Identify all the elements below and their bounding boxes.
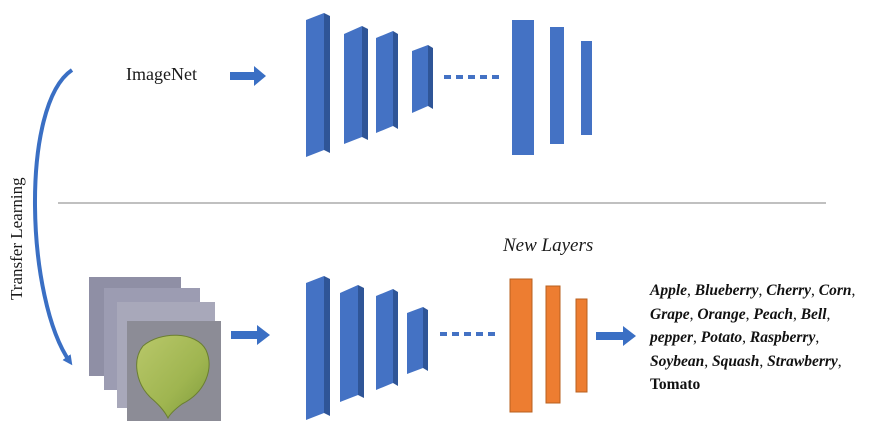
imagenet-label: ImageNet — [126, 64, 197, 84]
class-list: Apple, Blueberry, Cherry, Corn, Grape, O… — [650, 279, 886, 397]
separator: , — [826, 305, 831, 323]
class-name: Apple — [650, 282, 688, 299]
separator: , — [704, 352, 712, 370]
class-name: Squash — [712, 352, 760, 370]
class-list-line-5: Tomato — [650, 373, 886, 397]
fc-layer-1 — [512, 20, 534, 155]
fc-layer-3 — [581, 41, 592, 135]
new-layer-2 — [545, 285, 561, 404]
separator: , — [815, 329, 820, 346]
transfer-curve-arrow — [33, 68, 74, 366]
separator: , — [811, 282, 819, 299]
transferred-conv-layer-4 — [407, 307, 428, 374]
separator: , — [689, 305, 698, 323]
input-arrow — [231, 325, 270, 345]
separator: , — [742, 329, 750, 346]
class-name: Blueberry — [694, 282, 759, 299]
transferred-conv-layer-1 — [306, 276, 330, 420]
class-name: Cherry — [766, 282, 812, 299]
imagenet-arrow — [230, 66, 266, 86]
pretrained-network — [306, 13, 592, 157]
leaf — [136, 334, 210, 420]
transfer-learning-label: Transfer Learning — [7, 177, 26, 300]
output-arrow — [596, 326, 636, 346]
class-list-line-3: pepper, Potato, Raspberry, — [650, 326, 886, 350]
conv-layer-2 — [344, 26, 368, 144]
class-name: Grape — [650, 305, 690, 323]
new-layer-3 — [575, 298, 588, 393]
class-name: Soybean — [650, 352, 705, 370]
separator: , — [758, 282, 767, 299]
separator: , — [687, 282, 695, 299]
separator: , — [693, 329, 701, 346]
class-name: Potato — [700, 329, 743, 346]
class-name: pepper — [650, 329, 694, 346]
class-name: Tomato — [650, 376, 701, 393]
separator: , — [745, 305, 754, 323]
new-layer-1 — [509, 278, 533, 413]
class-list-line-1: Apple, Blueberry, Cherry, Corn, — [650, 279, 886, 303]
conv-layer-3 — [376, 31, 398, 133]
class-name: Orange — [697, 305, 746, 323]
class-list-line-2: Grape, Orange, Peach, Bell, — [650, 303, 886, 327]
class-name: Strawberry — [767, 352, 838, 370]
class-name: Raspberry — [749, 329, 816, 346]
separator: , — [851, 282, 856, 299]
new-layers-label: New Layers — [503, 235, 594, 256]
class-name: Corn — [818, 282, 852, 299]
conv-layer-1 — [306, 13, 330, 157]
class-name: Bell — [800, 305, 827, 323]
separator: , — [837, 352, 842, 370]
leaf-image-stack — [89, 277, 221, 421]
class-name: Peach — [753, 305, 793, 323]
class-list-line-4: Soybean, Squash, Strawberry, — [650, 350, 886, 374]
transferred-conv-layer-2 — [340, 285, 364, 402]
transferred-network — [306, 276, 588, 420]
transferred-conv-layer-3 — [376, 289, 398, 390]
separator: , — [759, 352, 768, 370]
separator: , — [792, 305, 801, 323]
fc-layer-2 — [550, 27, 564, 144]
conv-layer-4 — [412, 45, 433, 113]
